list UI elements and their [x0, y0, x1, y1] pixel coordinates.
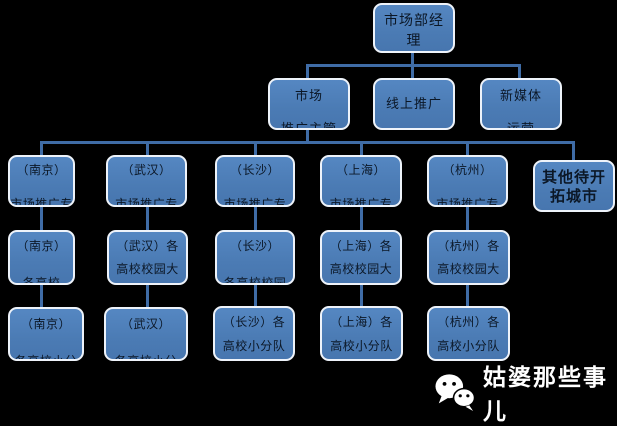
- connector: [40, 207, 43, 230]
- connector: [466, 207, 469, 230]
- node-text-line: （武汉）: [120, 317, 171, 331]
- node-text-line: （武汉）各: [116, 239, 179, 253]
- connector: [360, 285, 363, 307]
- node-text-line: 高校校园大: [329, 262, 393, 276]
- node-text-line: （长沙）: [229, 163, 280, 177]
- org-node-changsha-teams: （长沙）各 高校小分队: [213, 306, 295, 361]
- node-text-line: 市场推广专: [115, 197, 178, 207]
- node-text-line: 各高校: [22, 276, 61, 285]
- connector: [306, 130, 309, 143]
- org-node-hangzhou-promoter: （杭州） 市场推广专: [427, 155, 508, 207]
- node-text-line: 市场推广专: [436, 197, 499, 207]
- node-text-line: 线上推广: [385, 96, 442, 111]
- connector: [40, 285, 43, 307]
- node-text-line: （长沙）各: [222, 315, 286, 329]
- org-node-wuhan-teams: （武汉） 各高校小分: [104, 307, 188, 361]
- connector: [254, 144, 257, 155]
- connector: [254, 285, 257, 307]
- node-text-line: 新媒体: [499, 88, 542, 103]
- connector: [466, 144, 469, 155]
- node-text-line: 高校校园大: [437, 262, 500, 276]
- node-text-line: （杭州）各: [437, 239, 500, 253]
- node-text-line: （南京）: [16, 163, 67, 177]
- org-node-other-cities: 其他待开 拓城市: [533, 160, 615, 212]
- connector: [360, 207, 363, 230]
- node-text-line: 其他待开: [541, 169, 606, 186]
- node-text-line: 拓城市: [549, 188, 598, 205]
- node-text-line: 各高校小分: [114, 354, 178, 361]
- watermark: 姑婆那些事儿: [434, 364, 614, 424]
- org-node-online-promotion: 线上推广: [373, 78, 455, 130]
- connector: [40, 141, 575, 144]
- connector: [146, 144, 149, 155]
- node-text-line: 理: [406, 32, 422, 48]
- connector: [306, 67, 309, 78]
- node-text-line: 市场部经: [384, 12, 444, 28]
- org-node-nanjing-teams: （南京） 各高校小分: [8, 307, 84, 361]
- org-node-marketing-manager: 市场部经 理: [373, 3, 455, 53]
- watermark-label: 姑婆那些事儿: [483, 364, 608, 424]
- node-text-line: 市场推广专: [329, 197, 393, 207]
- node-text-line: （武汉）: [121, 163, 172, 177]
- node-text-line: （上海）: [335, 163, 386, 177]
- node-text-line: 市场推广专: [223, 197, 287, 207]
- node-text-line: 市场: [294, 88, 323, 103]
- node-text-line: 各高校小分: [14, 354, 78, 361]
- node-text-line: 推广主管: [280, 121, 337, 130]
- org-node-hangzhou-teams: （杭州）各 高校小分队: [427, 306, 510, 361]
- org-node-changsha-promoter: （长沙） 市场推广专: [215, 155, 295, 207]
- org-node-nanjing-ambassadors: （南京） 各高校: [8, 230, 75, 285]
- org-node-wuhan-ambassadors: （武汉）各 高校校园大: [107, 230, 188, 285]
- connector: [254, 207, 257, 230]
- node-text-line: （长沙）: [229, 239, 280, 253]
- org-node-changsha-ambassadors: （长沙） 各高校校园: [215, 230, 295, 285]
- connector: [40, 144, 43, 155]
- node-text-line: （南京）: [16, 239, 67, 253]
- connector: [360, 144, 363, 155]
- connector: [146, 207, 149, 230]
- connector: [146, 285, 149, 307]
- connector: [572, 144, 575, 160]
- node-text-line: 市场推广专: [10, 197, 73, 207]
- node-text-line: 运营: [506, 121, 535, 130]
- node-text-line: 高校小分队: [437, 339, 500, 353]
- connector: [466, 285, 469, 307]
- connector: [306, 64, 521, 67]
- node-text-line: （杭州）各: [437, 315, 500, 329]
- node-text-line: 高校小分队: [330, 339, 393, 353]
- connector: [518, 67, 521, 78]
- org-node-new-media: 新媒体 运营: [480, 78, 562, 130]
- org-node-hangzhou-ambassadors: （杭州）各 高校校园大: [427, 230, 510, 285]
- org-node-marketing-supervisor: 市场 推广主管: [268, 78, 350, 130]
- connector: [411, 53, 414, 67]
- node-text-line: （杭州）: [442, 163, 493, 177]
- node-text-line: 高校小分队: [222, 339, 286, 353]
- org-node-shanghai-ambassadors: （上海）各 高校校园大: [320, 230, 402, 285]
- node-text-line: （南京）: [20, 317, 71, 331]
- wechat-icon: [434, 372, 476, 412]
- node-text-line: 高校校园大: [116, 262, 179, 276]
- node-text-line: （上海）各: [330, 315, 393, 329]
- node-text-line: （上海）各: [329, 239, 393, 253]
- org-node-wuhan-promoter: （武汉） 市场推广专: [106, 155, 187, 207]
- connector: [411, 67, 414, 78]
- org-node-shanghai-promoter: （上海） 市场推广专: [320, 155, 402, 207]
- org-node-nanjing-promoter: （南京） 市场推广专: [8, 155, 75, 207]
- org-node-shanghai-teams: （上海）各 高校小分队: [320, 306, 403, 361]
- node-text-line: 各高校校园: [223, 276, 287, 285]
